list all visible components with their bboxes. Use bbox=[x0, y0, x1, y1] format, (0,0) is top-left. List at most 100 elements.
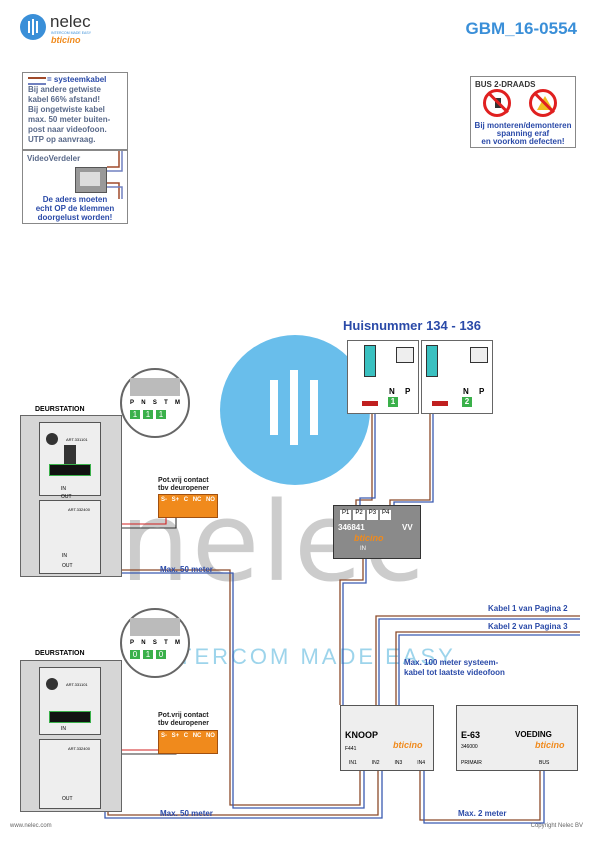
footer-website[interactable]: www.nelec.com bbox=[10, 823, 52, 829]
module-code: ART.332400 bbox=[68, 507, 90, 512]
voeding-unit: E-63 VOEDING 346000 bticino PRIMAIR BUS bbox=[456, 705, 578, 771]
voeding-sub: 346000 bbox=[461, 744, 478, 750]
brand-name: nelec bbox=[50, 12, 91, 31]
relay-terminal: S+ bbox=[171, 497, 180, 503]
cable-1-label: Kabel 1 van Pagina 2 bbox=[488, 604, 568, 613]
relay-module-top: S- S+ C NC NO bbox=[158, 494, 218, 518]
diagram-title: Huisnummer 134 - 136 bbox=[343, 318, 482, 333]
distance-label-top: Max. 50 meter bbox=[160, 565, 213, 574]
dip-value-s: 1 bbox=[156, 410, 166, 419]
dip-value-n: 1 bbox=[143, 410, 153, 419]
videoverdeler-line-2: echt OP de klemmen bbox=[35, 204, 115, 213]
cable-note-line-2: kabel tot laatste videofoon bbox=[404, 668, 505, 677]
door-station-label-bottom: DEURSTATION bbox=[35, 650, 85, 657]
relay-terminal: S- bbox=[161, 733, 167, 739]
cable-swatch-icon bbox=[28, 77, 46, 85]
relay-terminal: C bbox=[183, 733, 189, 739]
in-label: IN bbox=[61, 726, 66, 732]
knoop-port-4: IN4 bbox=[417, 760, 425, 766]
knoop-label: KNOOP bbox=[345, 730, 379, 740]
out-label: OUT bbox=[62, 563, 73, 569]
knoop-unit: KNOOP F441 bticino IN1 IN2 IN3 IN4 bbox=[340, 705, 434, 771]
relay-terminal: S+ bbox=[171, 733, 180, 739]
dip-value-s: 0 bbox=[156, 650, 166, 659]
voeding-primary: PRIMAIR bbox=[461, 760, 482, 766]
relay-module-bottom: S- S+ C NC NO bbox=[158, 730, 218, 754]
knoop-ports: IN1 IN2 IN3 IN4 bbox=[349, 760, 425, 766]
door-station-top: ART.331101 IN OUT ART.332400 IN OUT bbox=[20, 415, 122, 577]
videoverdeler-line-1: De aders moeten bbox=[42, 195, 108, 204]
bus-connector bbox=[49, 464, 91, 476]
monitor-screen-icon bbox=[470, 347, 488, 363]
camera-module: ART.331101 bbox=[39, 422, 101, 496]
footer-copyright: Copyright Nelec BV bbox=[530, 823, 583, 829]
legend-line-4: max. 50 meter buiten- bbox=[28, 115, 111, 124]
dip-values: 1 1 1 bbox=[130, 410, 170, 419]
monitor-screen-icon bbox=[396, 347, 414, 363]
bus-connector bbox=[49, 711, 91, 723]
legend-line-6: UTP op aanvraag. bbox=[28, 135, 96, 144]
vv-port-4: P4 bbox=[380, 510, 392, 520]
legend-title: = systeemkabel bbox=[47, 75, 107, 84]
bus-warning-title: BUS 2-DRAADS bbox=[475, 80, 536, 89]
watermark-circle bbox=[220, 335, 370, 485]
monitor-terminals bbox=[426, 345, 438, 377]
pot-contact-label-1: Pot.vrij contact bbox=[158, 477, 209, 484]
relay-terminal: NC bbox=[192, 497, 202, 503]
legend-line-3: Bij ongetwiste kabel bbox=[28, 105, 105, 114]
dip-label-m: M bbox=[174, 400, 180, 406]
voeding-label: VOEDING bbox=[515, 730, 552, 739]
monitor-jumper bbox=[432, 401, 448, 406]
monitor-jumper bbox=[362, 401, 378, 406]
bus-warning-line-2: spanning eraf bbox=[496, 129, 550, 138]
knoop-port-2: IN2 bbox=[371, 760, 380, 766]
dip-labels: P N S T M bbox=[130, 640, 180, 646]
module-code: ART.332400 bbox=[68, 746, 90, 751]
monitor-unit-2: N P 2 bbox=[421, 340, 493, 414]
videoverdeler-wires bbox=[107, 151, 123, 199]
door-station-label-top: DEURSTATION bbox=[35, 406, 85, 413]
relay-terminal: NC bbox=[192, 733, 202, 739]
vv-in-label: IN bbox=[360, 546, 366, 552]
dip-label-m: M bbox=[174, 640, 180, 646]
dip-zoom-top: P N S T M 1 1 1 bbox=[120, 368, 190, 438]
videoverdeler-line-3: doorgelust worden! bbox=[37, 213, 113, 222]
door-station-bottom: ART.331101 IN ART.332400 OUT bbox=[20, 660, 122, 812]
pot-contact-label-2: tbv deuropener bbox=[158, 485, 209, 492]
vv-port-2: P2 bbox=[353, 510, 365, 520]
no-plug-icon bbox=[483, 89, 511, 117]
document-code: GBM_16-0554 bbox=[465, 19, 577, 38]
vv-port-3: P3 bbox=[366, 510, 379, 520]
vv-code: 346841 bbox=[338, 523, 365, 532]
dip-label-p: P bbox=[130, 640, 135, 646]
terminal-block-icon bbox=[75, 167, 107, 193]
bus-warning-line-3: en voorkom defecten! bbox=[481, 137, 565, 146]
legend-note: = systeemkabel Bij andere getwiste kabel… bbox=[22, 72, 128, 150]
relay-terminals: S- S+ C NC NO bbox=[161, 733, 215, 739]
voeding-brand: bticino bbox=[535, 740, 565, 750]
brand-tagline: INTERCOM MADE EASY bbox=[51, 31, 92, 35]
knoop-port-3: IN3 bbox=[394, 760, 403, 766]
dip-labels: P N S T M bbox=[130, 400, 180, 406]
relay-terminal: S- bbox=[161, 497, 167, 503]
legend-line-5: post naar videofoon. bbox=[28, 125, 107, 134]
voeding-bus: BUS bbox=[539, 760, 550, 766]
videoverdeler-note: VideoVerdeler De aders moeten echt OP de… bbox=[22, 150, 128, 224]
dip-label-s: S bbox=[152, 400, 157, 406]
monitor-number-badge: 1 bbox=[388, 397, 398, 407]
monitor-unit-1: N P 1 bbox=[347, 340, 419, 414]
pot-contact-label-1: Pot.vrij contact bbox=[158, 712, 209, 719]
camera-icon bbox=[46, 678, 58, 690]
partner-logo: bticino bbox=[51, 35, 81, 45]
relay-terminal: NO bbox=[205, 497, 215, 503]
in-label: IN bbox=[61, 486, 66, 492]
no-voltage-icon bbox=[529, 89, 557, 117]
nelec-logo-icon bbox=[20, 14, 46, 40]
relay-terminal: C bbox=[183, 497, 189, 503]
bus-warning-note: BUS 2-DRAADS Bij monteren/demonteren spa… bbox=[470, 76, 576, 148]
monitor-p-label: P bbox=[405, 387, 411, 396]
pot-contact-label-2: tbv deuropener bbox=[158, 720, 209, 727]
button-module: ART.332400 OUT bbox=[39, 739, 101, 809]
dip-label-t: T bbox=[164, 640, 168, 646]
legend-line-2: kabel 66% afstand! bbox=[28, 95, 101, 104]
